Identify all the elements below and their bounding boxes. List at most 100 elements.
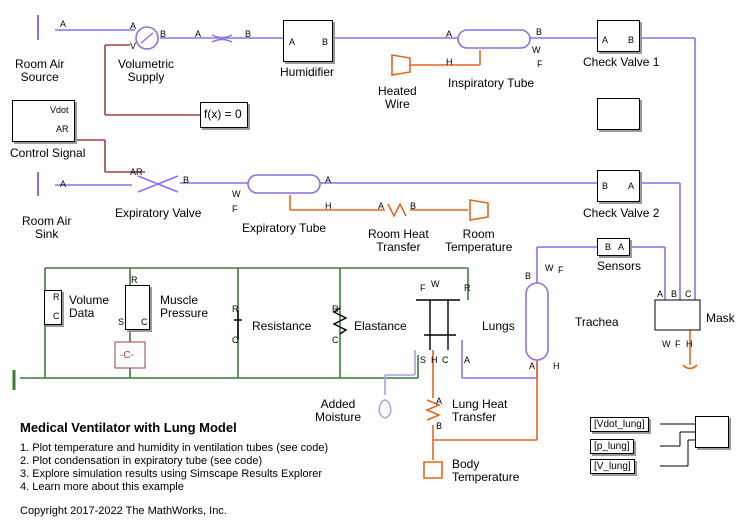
mask-icon — [654, 299, 701, 331]
humidifier-label: Humidifier — [280, 65, 335, 79]
v-lung-tag[interactable]: [V_lung] — [590, 459, 635, 474]
port-label: A — [378, 201, 385, 211]
port-label: R — [232, 304, 239, 314]
inspiratory-tube-icon — [457, 29, 531, 49]
body-temperature-icon — [423, 461, 443, 479]
port-label: A — [446, 29, 453, 39]
port-label: B — [245, 29, 252, 39]
port-label: A — [289, 37, 296, 47]
check-valve-1-label: Check Valve 1 — [583, 55, 660, 69]
room-air-source-label: Room Air Source — [15, 57, 65, 84]
port-label: F — [558, 265, 564, 275]
lung-heat-transfer-label: Lung Heat Transfer — [452, 397, 508, 424]
added-moisture-icon — [378, 399, 392, 419]
port-label: AR — [130, 167, 143, 177]
moist-air-lines — [55, 29, 696, 379]
port-label: H — [325, 201, 332, 211]
resistance-icon — [234, 310, 242, 340]
reference-icons — [12, 15, 39, 390]
muscle-pressure-block[interactable] — [125, 285, 150, 330]
sensors-label: Sensors — [597, 259, 642, 273]
humidifier-block[interactable] — [283, 20, 333, 62]
lung-heat-transfer-icon — [424, 399, 442, 421]
port-label: A — [60, 179, 67, 189]
port-label: A — [602, 35, 609, 45]
port-label: B — [536, 27, 543, 37]
port-label: R — [332, 304, 339, 314]
port-label: R — [131, 275, 138, 285]
port-label: A — [60, 19, 67, 29]
port-label: A — [657, 289, 664, 299]
vdot-lung-tag[interactable]: [Vdot_lung] — [590, 417, 649, 432]
port-label: S — [420, 355, 427, 365]
expiratory-valve-icon — [137, 175, 179, 193]
room-temperature-icon — [469, 199, 489, 221]
port-label: Vdot — [50, 105, 69, 115]
port-label: H — [553, 361, 560, 371]
port-label: W — [662, 339, 671, 349]
p-lung-tag[interactable]: [p_lung] — [590, 439, 634, 454]
muscle-pressure-label: Muscle Pressure — [160, 293, 209, 320]
volumetric-supply-label: Volumetric Supply — [118, 57, 175, 84]
port-label: R — [464, 283, 471, 293]
elastance-label: Elastance — [354, 319, 407, 333]
port-label: F — [420, 283, 426, 293]
added-moisture-label: Added Moisture — [315, 397, 362, 424]
port-label: A — [130, 21, 137, 31]
instruction-link[interactable]: 3. Explore simulation results using Sims… — [20, 468, 323, 480]
sensors-block[interactable] — [597, 238, 630, 256]
instruction-link[interactable]: 1. Plot temperature and humidity in vent… — [20, 442, 329, 454]
port-label: A — [618, 242, 625, 252]
check-valve-2-block[interactable] — [597, 170, 640, 202]
port-label: H — [431, 355, 438, 365]
constant-label: -C- — [120, 350, 134, 361]
port-label: W — [532, 45, 541, 55]
port-label: W — [545, 263, 554, 273]
thermal-lines — [289, 50, 691, 460]
control-signal-block[interactable] — [12, 100, 75, 142]
port-label: AR — [56, 124, 69, 134]
port-label: A — [529, 361, 536, 371]
port-label: F — [675, 339, 681, 349]
instruction-link[interactable]: 4. Learn more about this example — [20, 481, 184, 493]
copyright: Copyright 2017-2022 The MathWorks, Inc. — [20, 505, 227, 517]
port-label: C — [53, 311, 60, 321]
port-label: C — [332, 335, 339, 345]
signal-lines — [75, 44, 200, 173]
mech-lines — [20, 267, 469, 379]
room-heat-transfer-label: Room Heat Transfer — [368, 227, 429, 254]
port-label: A — [464, 355, 471, 365]
port-label: A — [436, 396, 443, 406]
heat-transfer-icon — [387, 202, 407, 218]
expiratory-valve-label: Expiratory Valve — [115, 206, 202, 220]
instruction-link[interactable]: 2. Plot condensation in expiratory tube … — [20, 455, 263, 467]
resistance-label: Resistance — [252, 319, 312, 333]
port-label: B — [628, 35, 635, 45]
port-label: B — [525, 271, 532, 281]
port-label: S — [118, 317, 125, 327]
port-label: B — [410, 201, 417, 211]
port-label: A — [325, 175, 332, 185]
port-label: A — [628, 181, 635, 191]
inspiratory-tube-label: Inspiratory Tube — [448, 76, 535, 90]
restriction-icon — [211, 34, 233, 43]
heated-wire-icon — [391, 54, 411, 76]
fx-block[interactable] — [200, 102, 248, 128]
body-temperature-label: Body Temperature — [452, 457, 520, 484]
port-label: C — [442, 355, 449, 365]
mask-droplet-block[interactable] — [597, 98, 640, 130]
port-label: W — [431, 279, 440, 289]
port-label: B — [436, 421, 443, 431]
mask-label: Mask — [706, 311, 735, 325]
trachea-icon — [525, 282, 549, 361]
check-valve-1-block[interactable] — [597, 20, 640, 52]
volume-data-block[interactable] — [44, 290, 62, 325]
control-signal-label: Control Signal — [10, 146, 86, 160]
port-label: C — [232, 335, 239, 345]
port-label: F — [232, 204, 238, 214]
expiratory-tube-icon — [247, 174, 321, 194]
port-label: B — [671, 289, 678, 299]
scope-block[interactable] — [695, 416, 729, 448]
